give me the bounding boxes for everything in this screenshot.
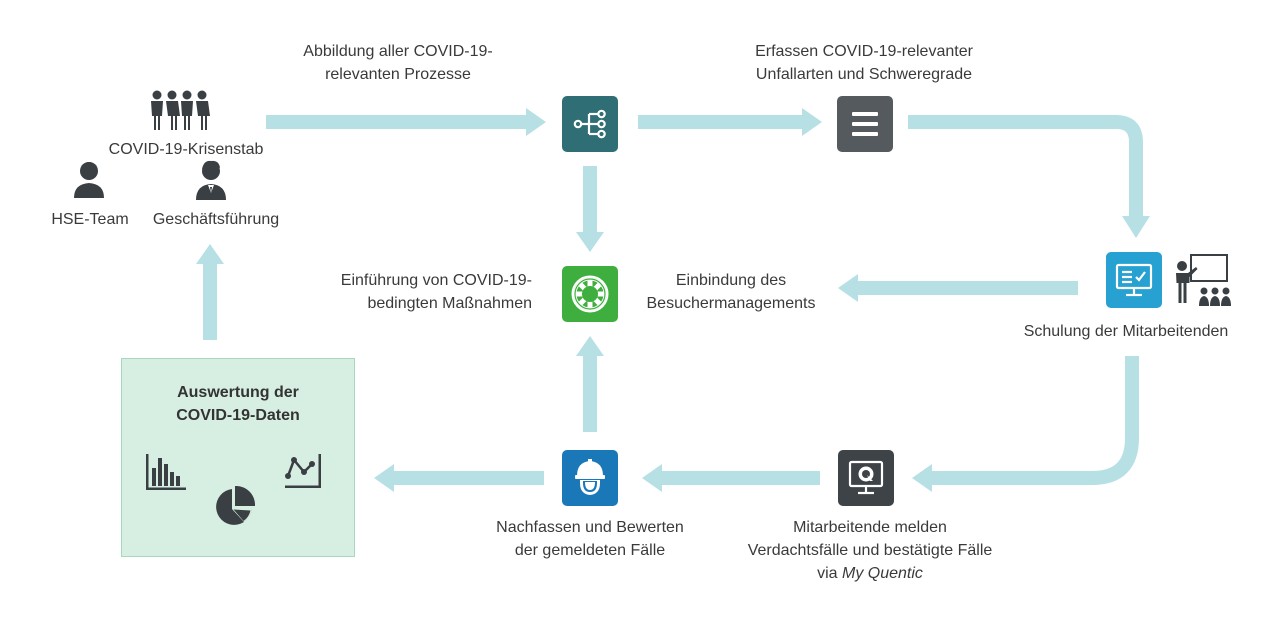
monitor-checklist-icon <box>1115 263 1153 297</box>
arrow-evaluation-to-management <box>203 262 217 340</box>
person-icon <box>72 160 106 203</box>
hse-team-label: HSE-Team <box>51 211 129 228</box>
report-label-line3: via My Quentic <box>720 562 1020 585</box>
mapping-label-line1: Abbildung aller COVID-19- <box>303 43 493 60</box>
product-name: My Quentic <box>841 565 923 582</box>
report-label-line1: Mitarbeitende melden <box>793 519 947 536</box>
mapping-label-line2: relevanten Prozesse <box>325 66 471 83</box>
arrowhead-capture <box>802 108 822 136</box>
management-label: Geschäftsführung <box>152 211 280 228</box>
list-icon <box>852 112 878 136</box>
arrow-mapping-to-capture <box>638 115 804 129</box>
arrow-report-to-followup <box>660 471 820 485</box>
arrow-training-to-report <box>930 356 1139 485</box>
lifebuoy-icon <box>571 275 609 313</box>
arrow-crisis-to-mapping <box>266 115 528 129</box>
measures-label-line2: bedingten Maßnahmen <box>367 295 532 312</box>
line-chart-icon <box>285 454 321 488</box>
evaluation-title: Auswertung der COVID-19-Daten <box>122 381 354 427</box>
visitors-label: Einbindung des Besuchermanagements <box>626 269 836 315</box>
presenter-icon <box>1174 252 1236 313</box>
arrowhead-followup <box>642 464 662 492</box>
manager-icon <box>194 160 228 205</box>
training-node <box>1106 252 1162 308</box>
followup-label-line1: Nachfassen und Bewerten <box>496 519 684 536</box>
arrowhead-report <box>912 464 932 492</box>
arrow-followup-to-measures <box>583 354 597 432</box>
visitors-label-line1: Einbindung des <box>675 272 787 289</box>
arrowhead-evaluation <box>374 464 394 492</box>
visitors-label-line2: Besuchermanagements <box>646 295 816 312</box>
evaluation-title-line2: COVID-19-Daten <box>176 407 300 424</box>
measures-node <box>562 266 618 322</box>
report-node <box>838 450 894 506</box>
pie-chart-icon <box>216 486 255 525</box>
report-label-via: via <box>817 565 842 582</box>
followup-label-line2: der gemeldeten Fälle <box>514 542 666 559</box>
arrow-capture-to-training <box>908 115 1143 218</box>
followup-node <box>562 450 618 506</box>
arrow-followup-to-evaluation <box>392 471 544 485</box>
arrowhead-measures-bottom <box>576 336 604 356</box>
process-tree-icon <box>573 109 606 139</box>
report-label: Mitarbeitende melden Verdachtsfälle und … <box>720 516 1020 585</box>
mapping-label: Abbildung aller COVID-19- relevanten Pro… <box>278 40 518 86</box>
arrow-training-to-visitors <box>856 281 1078 295</box>
bar-chart-icon <box>146 454 186 490</box>
evaluation-panel: Auswertung der COVID-19-Daten <box>121 358 355 557</box>
process-mapping-node <box>562 96 618 152</box>
report-label-line2: Verdachtsfälle und bestätigte Fälle <box>747 542 993 559</box>
arrowhead-visitors <box>838 274 858 302</box>
arrowhead-mapping <box>526 108 546 136</box>
evaluation-title-line1: Auswertung der <box>177 384 299 401</box>
crisis-team-label: COVID-19-Krisenstab <box>108 141 264 158</box>
group-of-people-icon <box>150 90 212 137</box>
measures-label: Einführung von COVID-19- bedingten Maßna… <box>300 269 532 315</box>
measures-label-line1: Einführung von COVID-19- <box>340 272 532 289</box>
training-label: Schulung der Mitarbeitenden <box>1023 323 1229 340</box>
arrow-mapping-to-measures <box>583 166 597 234</box>
capture-node <box>837 96 893 152</box>
hard-hat-worker-icon <box>575 459 605 495</box>
capture-label: Erfassen COVID-19-relevanter Unfallarten… <box>734 40 994 86</box>
arrowhead-management <box>196 244 224 264</box>
arrowhead-measures-top <box>576 232 604 252</box>
followup-label: Nachfassen und Bewerten der gemeldeten F… <box>460 516 720 562</box>
capture-label-line1: Erfassen COVID-19-relevanter <box>755 43 973 60</box>
arrowhead-training <box>1122 216 1150 238</box>
monitor-q-icon <box>848 460 884 495</box>
capture-label-line2: Unfallarten und Schweregrade <box>755 66 973 83</box>
